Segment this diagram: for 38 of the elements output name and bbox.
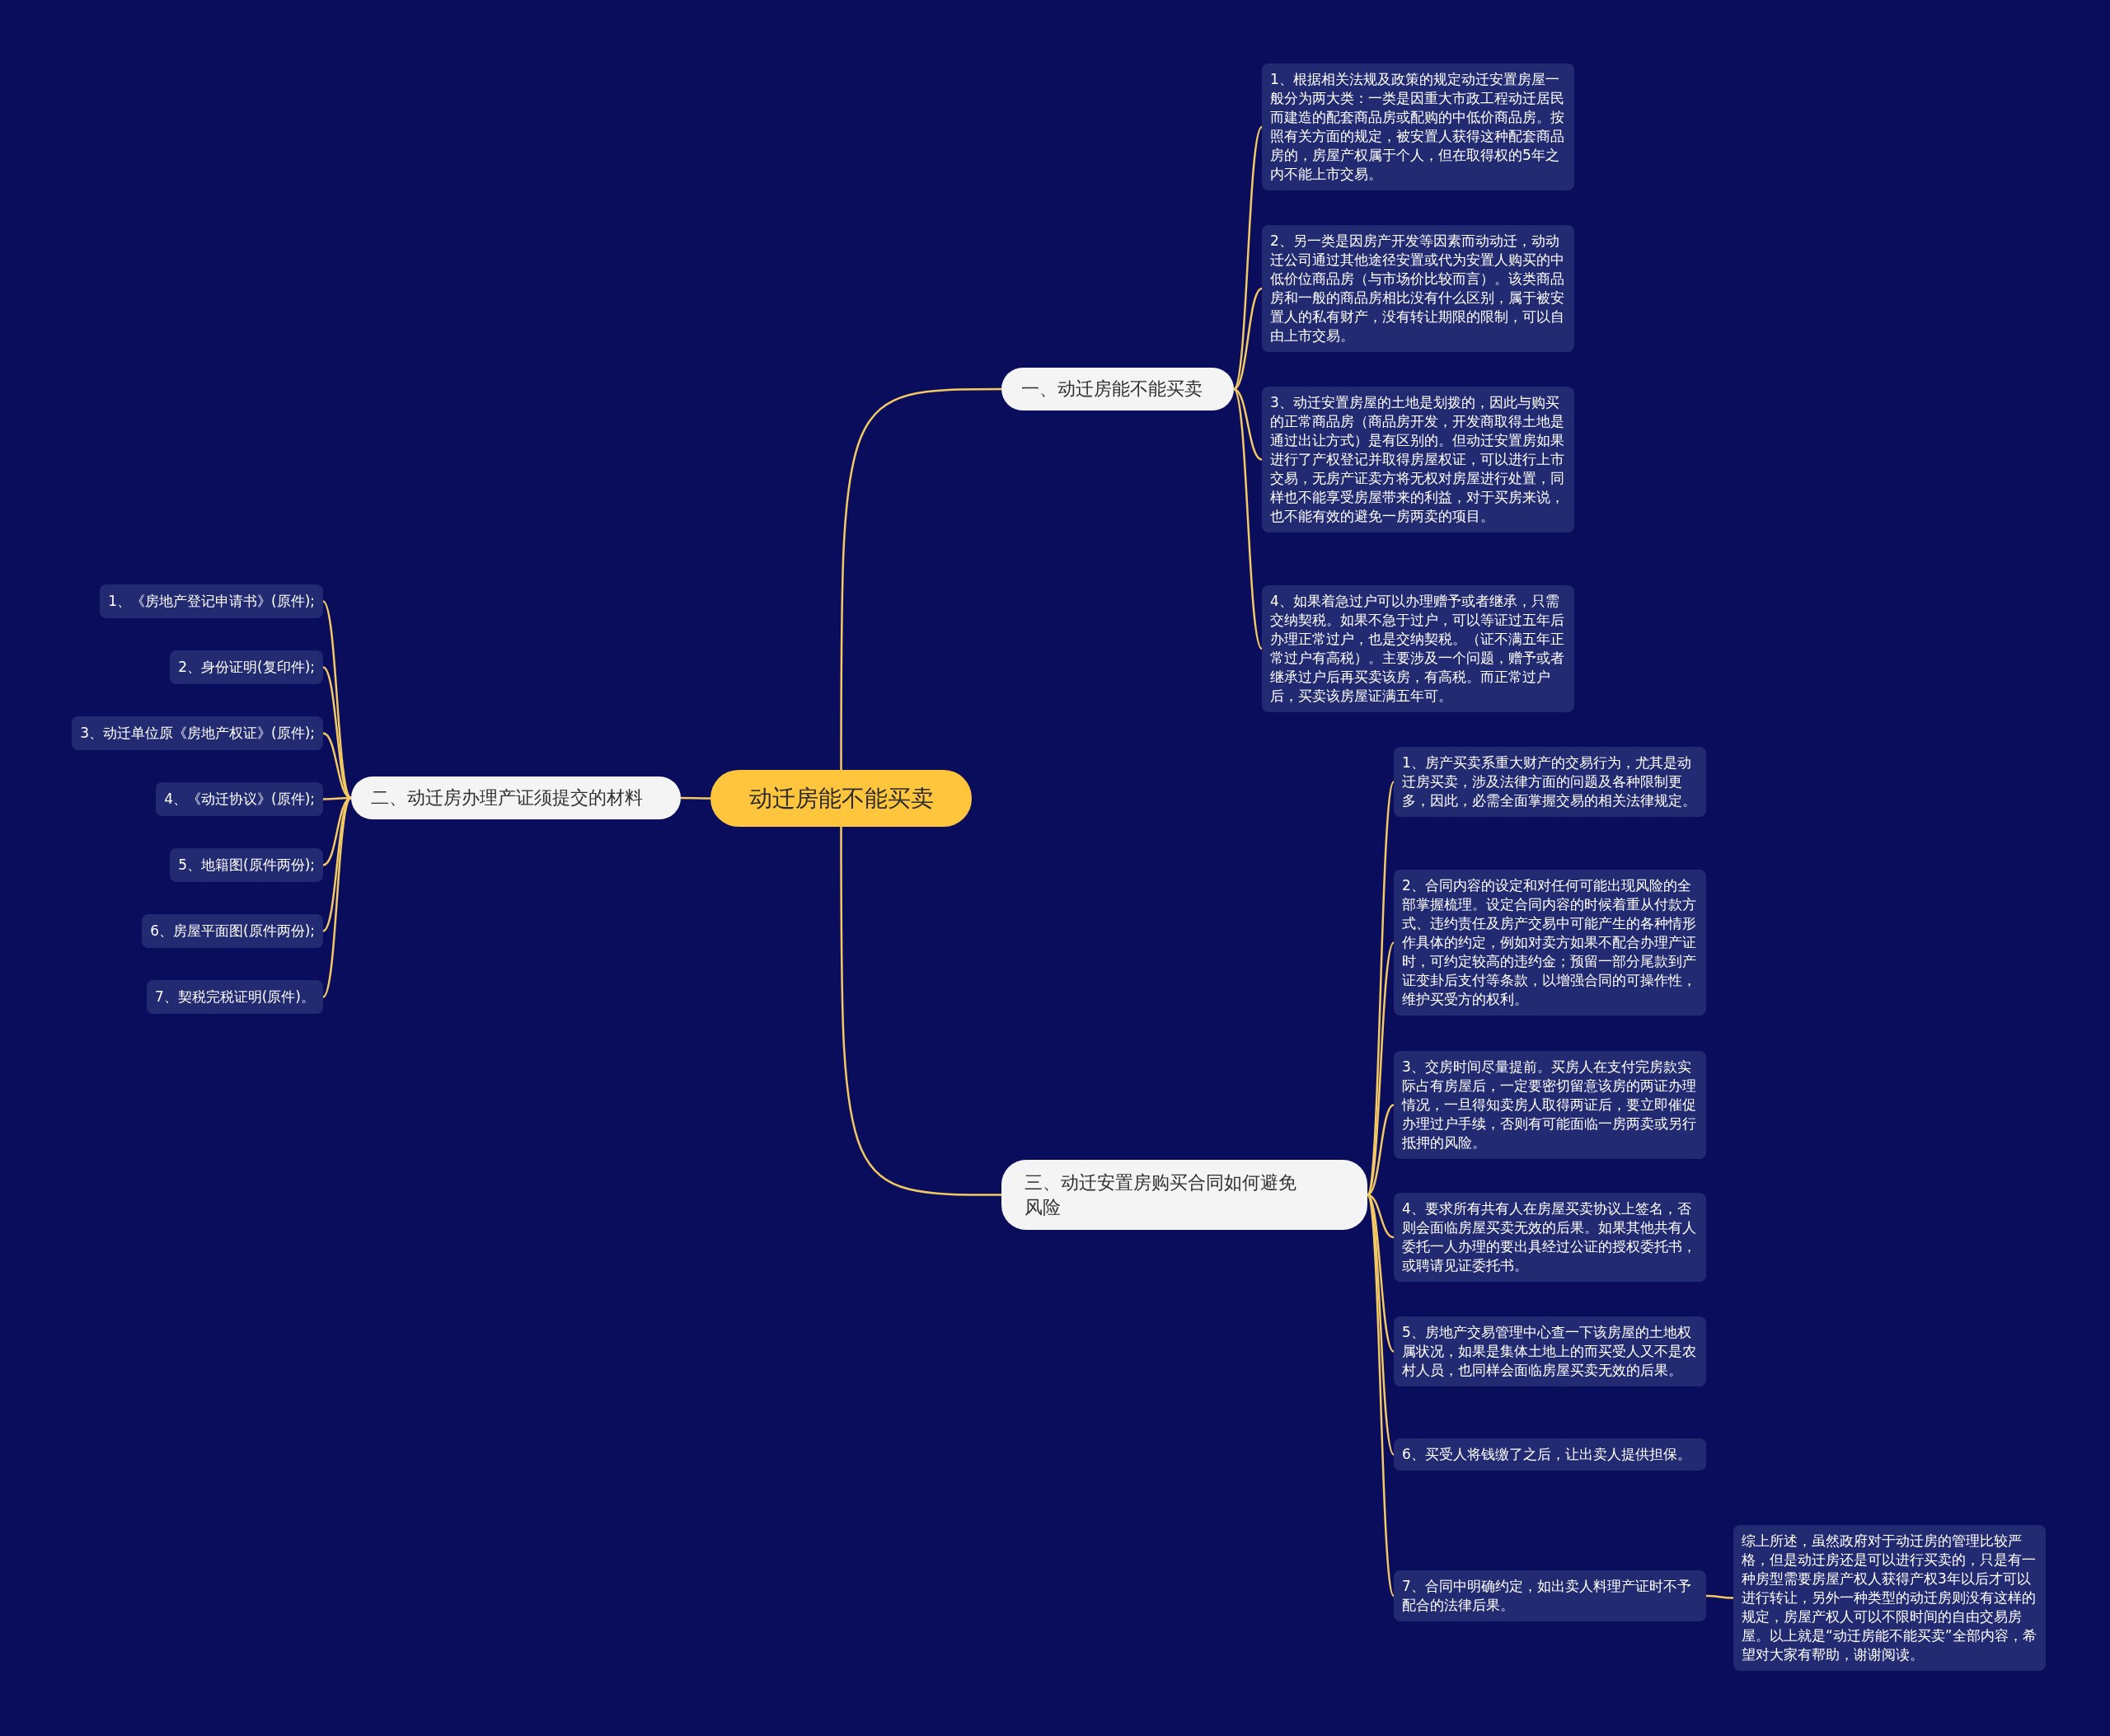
branch-topic: 二、动迁房办理产证须提交的材料 [351,777,681,819]
text-card: 4、要求所有共有人在房屋买卖协议上签名，否则会面临房屋买卖无效的后果。如果其他共有人委托一人办理的要出具经过公证的授权委托书，或聘请见证委托书。 [1394,1193,1706,1282]
connector-line [322,797,352,998]
text-card: 1、《房地产登记申请书》(原件); [100,584,323,618]
connector-line [322,666,352,799]
connector-line [1232,126,1264,390]
text-card: 2、合同内容的设定和对任何可能出现风险的全部掌握梳理。设定合同内容的时候着重从付款方式、违约责任及房产交易中可能产生的各种情形作具体的约定，例如对卖方如果不配合办理产证时，可约定较高的违约金；预留一部分尾款到产证变卦后支付等条款，以增强合同的可操作性，维护买受方的权利。 [1394,870,1706,1016]
connector-line [840,387,1001,770]
text-card: 7、契税完税证明(原件)。 [146,980,323,1014]
text-card: 4、《动迁协议》(原件); [156,782,323,816]
text-card: 7、合同中明确约定，如出卖人料理产证时不予配合的法律后果。 [1394,1570,1706,1621]
connector-line [322,600,352,799]
connector-line [1706,1594,1733,1599]
branch-topic: 一、动迁房能不能买卖 [1001,368,1234,411]
text-card: 3、交房时间尽量提前。买房人在支付完房款实际占有房屋后，一定要密切留意该房的两证办理情况，一旦得知卖房人取得两证后，要立即催促办理过户手续，否则有可能面临一房两卖或另行抵押的风险。 [1394,1051,1706,1159]
text-card: 6、房屋平面图(原件两份); [142,914,323,948]
connector-line [1367,1194,1395,1239]
connector-line [1233,387,1263,461]
text-card: 1、房产买卖系重大财产的交易行为，尤其是动迁房买卖，涉及法律方面的问题及各种限制更多，因此，必需全面掌握交易的相关法律规定。 [1394,747,1706,817]
text-card: 6、买受人将钱缴了之后，让出卖人提供担保。 [1394,1438,1706,1471]
text-card: 综上所述，虽然政府对于动迁房的管理比较严格，但是动迁房还是可以进行买卖的，只是有一种房型需要房屋产权人获得产权3年以后才可以进行转让，另外一种类型的动迁房则没有这样的规定，房屋产权人可以不限时间的自由交易房屋。以上就是“动迁房能不能买卖”全部内容，希望对大家有帮助，谢谢阅读。 [1733,1525,2046,1671]
text-card: 1、根据相关法规及政策的规定动迁安置房屋一般分为两大类：一类是因重大市政工程动迁居民而建造的配套商品房或配购的中低价商品房。按照有关方面的规定，被安置人获得这种配套商品房的，房屋产权属于个人，但在取得权的5年之内不能上市交易。 [1262,63,1574,190]
text-card: 4、如果着急过户可以办理赠予或者继承，只需交纳契税。如果不急于过户，可以等证过五年后办理正常过户，也是交纳契税。（证不满五年正常过户有高税）。主要涉及一个问题，赠予或者继承过户后再买卖该房，有高税。而正常过户后，买卖该房屋证满五年可。 [1262,585,1574,712]
connector-line [1367,1104,1395,1196]
text-card: 5、地籍图(原件两份); [170,848,323,882]
text-card: 2、身份证明(复印件); [170,650,323,684]
connector-line [1233,287,1263,391]
connector-line [1366,1194,1395,1597]
text-card: 2、另一类是因房产开发等因素而动动迁，动动迁公司通过其他途径安置或代为安置人购买的中低价位商品房（与市场价比较而言）。该类商品房和一般的商品房相比没有什么区别，属于被安置人的私有财产，没有转让期限的限制，可以自由上市交易。 [1262,225,1574,352]
connector-line [840,827,1001,1196]
text-card: 3、动迁安置房屋的土地是划拨的，因此与购买的正常商品房（商品房开发，开发商取得土地是通过出让方式）是有区别的。但动迁安置房如果进行了产权登记并取得房屋权证，可以进行上市交易，无房产证卖方将无权对房屋进行处置，同样也不能享受房屋带来的利益，对于买房来说，也不能有效的避免一房两卖的项目。 [1262,387,1574,533]
connector-line [1366,781,1395,1195]
connector-line [681,796,710,800]
branch-topic: 三、动迁安置房购买合同如何避免风险 [1001,1160,1367,1230]
text-card: 5、房地产交易管理中心查一下该房屋的土地权属状况，如果是集体土地上的而买受人又不是农村人员，也同样会面临房屋买卖无效的后果。 [1394,1316,1706,1386]
connector-line [1232,388,1264,650]
central-topic: 动迁房能不能买卖 [710,770,972,827]
text-card: 3、动迁单位原《房地产权证》(原件); [72,716,323,750]
